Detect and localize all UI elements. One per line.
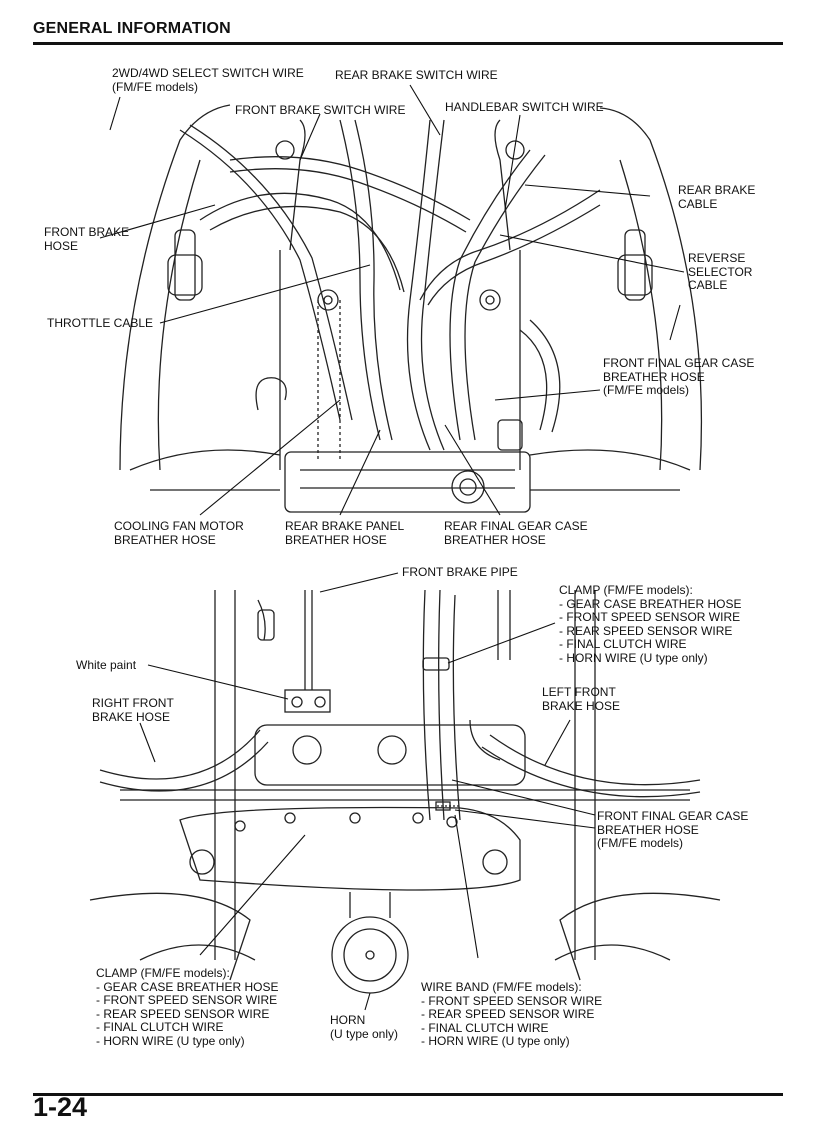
page-header-title: GENERAL INFORMATION: [33, 20, 231, 37]
label-throttle-cable: THROTTLE CABLE: [47, 316, 154, 330]
label-wire-band: WIRE BAND (FM/FE models): - FRONT SPEED …: [421, 980, 603, 1048]
label-rear-brake-cable: REAR BRAKE CABLE: [678, 183, 756, 211]
label-front-brake-pipe: FRONT BRAKE PIPE: [402, 565, 518, 579]
bottom-gearcase-drawing: [89, 589, 721, 994]
header-rule: [33, 42, 783, 45]
label-top-front-final-gear-case-breather: FRONT FINAL GEAR CASE BREATHER HOSE (FM/…: [603, 356, 755, 397]
label-handlebar-switch-wire: HANDLEBAR SWITCH WIRE: [445, 100, 604, 114]
label-front-brake-hose: FRONT BRAKE HOSE: [44, 225, 130, 253]
label-clamp-top: CLAMP (FM/FE models): - GEAR CASE BREATH…: [559, 583, 742, 665]
page-number: 1-24: [33, 1092, 88, 1122]
label-rear-brake-panel-breather: REAR BRAKE PANEL BREATHER HOSE: [285, 519, 405, 547]
top-handlebar-drawing: [119, 104, 703, 513]
label-white-paint: White paint: [76, 658, 137, 672]
label-rear-brake-switch-wire: REAR BRAKE SWITCH WIRE: [335, 68, 498, 82]
label-select-switch-wire: 2WD/4WD SELECT SWITCH WIRE (FM/FE models…: [112, 66, 304, 94]
label-reverse-selector-cable: REVERSE SELECTOR CABLE: [688, 251, 753, 292]
label-bottom-front-final-gear-case-breather: FRONT FINAL GEAR CASE BREATHER HOSE (FM/…: [597, 809, 749, 850]
label-cooling-fan-motor-breather: COOLING FAN MOTOR BREATHER HOSE: [114, 519, 244, 547]
label-right-front-brake-hose: RIGHT FRONT BRAKE HOSE: [92, 696, 174, 724]
label-clamp-bottom: CLAMP (FM/FE models): - GEAR CASE BREATH…: [96, 966, 279, 1048]
label-horn: HORN (U type only): [330, 1013, 399, 1041]
label-front-brake-switch-wire: FRONT BRAKE SWITCH WIRE: [235, 103, 406, 117]
label-left-front-brake-hose: LEFT FRONT BRAKE HOSE: [542, 685, 621, 713]
label-rear-final-gear-case-breather: REAR FINAL GEAR CASE BREATHER HOSE: [444, 519, 588, 547]
footer-rule: [33, 1093, 783, 1096]
